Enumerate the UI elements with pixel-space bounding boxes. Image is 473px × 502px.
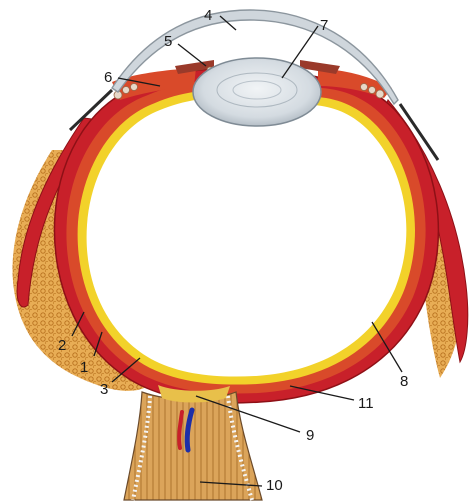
label-11: 11	[358, 395, 374, 412]
label-6: 6	[104, 69, 112, 86]
label-2: 2	[58, 337, 66, 354]
label-3: 3	[100, 381, 108, 398]
label-8: 8	[400, 373, 408, 390]
label-10: 10	[266, 477, 283, 494]
label-9: 9	[306, 427, 314, 444]
label-5: 5	[164, 33, 172, 50]
vitreous-body	[87, 97, 407, 377]
label-4: 4	[204, 7, 212, 24]
lens	[193, 58, 321, 126]
label-1: 1	[80, 359, 88, 376]
label-7: 7	[320, 17, 328, 34]
